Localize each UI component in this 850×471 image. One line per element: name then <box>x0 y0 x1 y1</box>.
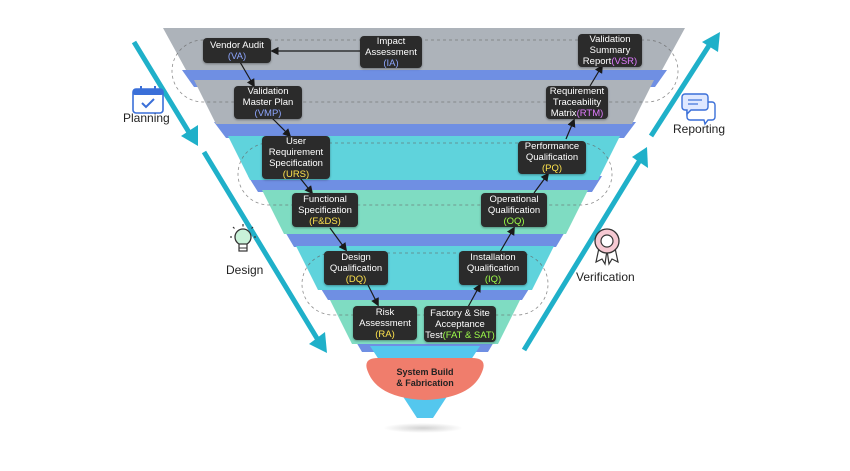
risk-assessment-box: Risk Assessment (RA) <box>353 306 417 340</box>
band-blue-4 <box>284 230 566 247</box>
connector-va-vmp <box>239 61 255 88</box>
requirement-traceability-matrix-box: Requirement Traceability Matrix(RTM) <box>546 86 608 119</box>
operational-qualification-box: Operational Qualification (OQ) <box>481 193 547 227</box>
va-line1: Vendor Audit <box>210 39 264 51</box>
connector-dq-ra <box>367 284 379 307</box>
vsr-line3: Report <box>582 56 612 67</box>
dq-line1: Design <box>341 251 371 263</box>
connector-iq-oq <box>499 226 515 253</box>
fat-line2: Acceptance <box>435 318 485 330</box>
validation-summary-report-box: Validation Summary Report(VSR) <box>578 34 642 67</box>
planning-label: Planning <box>123 111 170 125</box>
ra-abbr: (RA) <box>375 328 395 340</box>
design-arrow <box>201 150 321 342</box>
rtm-line2: Traceability <box>552 97 602 108</box>
tip-shadow <box>383 423 463 433</box>
system-build-oval <box>366 358 484 400</box>
connector-vmp-urs <box>271 117 292 138</box>
lightbulb-icon <box>230 224 256 252</box>
rtm-abbr: (RTM) <box>576 108 604 119</box>
oq-line2: Qualification <box>487 204 541 216</box>
impact-assessment-box: Impact Assessment (IA) <box>360 35 422 69</box>
connector-fat-iq <box>467 283 481 308</box>
verification-label: Verification <box>576 270 635 284</box>
fat-line3: Test <box>425 329 443 341</box>
vmp-line1: Validation <box>247 86 289 97</box>
rtm-line3: Matrix <box>550 108 577 119</box>
pq-line1: Performance <box>524 141 580 152</box>
fds-line2: Specification <box>298 204 352 216</box>
oq-line1: Operational <box>489 193 539 205</box>
vsr-line1: Validation <box>589 34 631 45</box>
urs-abbr: (URS) <box>282 168 310 180</box>
band-gray-1 <box>163 28 685 70</box>
vsr-abbr: (VSR) <box>611 56 638 67</box>
pq-abbr: (PQ) <box>541 163 563 174</box>
reporting-arrow <box>648 42 713 138</box>
system-build-label: System Build & Fabrication <box>380 367 470 389</box>
planning-arrow <box>131 40 193 136</box>
dq-abbr: (DQ) <box>345 273 367 285</box>
ra-line2: Assessment <box>359 317 411 329</box>
performance-qualification-box: Performance Qualification (PQ) <box>518 141 586 174</box>
rtm-line3-wrap: Matrix(RTM) <box>551 108 604 119</box>
verification-arrowhead <box>632 147 648 168</box>
design-qualification-box: Design Qualification (DQ) <box>324 251 388 285</box>
urs-line3: Specification <box>269 157 323 169</box>
iq-abbr: (IQ) <box>484 273 502 285</box>
vmp-abbr: (VMP) <box>254 108 282 119</box>
connector-pq-rtm <box>565 118 576 140</box>
connector-urs-fds <box>299 177 314 195</box>
oq-abbr: (OQ) <box>503 215 525 227</box>
ia-line2: Assessment <box>365 46 417 58</box>
ia-line1: Impact <box>376 35 406 47</box>
iq-line1: Installation <box>470 251 516 263</box>
functional-specification-box: Functional Specification (F&DS) <box>292 193 358 227</box>
ia-abbr: (IA) <box>383 57 399 69</box>
fat-abbr: (FAT & SAT) <box>442 329 495 341</box>
vendor-audit-box: Vendor Audit (VA) <box>203 38 271 63</box>
band-blue-2 <box>214 122 636 138</box>
connector-oq-pq <box>533 172 549 194</box>
ra-line1: Risk <box>375 306 395 318</box>
factory-site-acceptance-test-box: Factory & Site Acceptance Test(FAT & SAT… <box>424 306 496 342</box>
system-build-line2: & Fabrication <box>396 378 454 388</box>
dq-line2: Qualification <box>329 262 383 274</box>
vsr-line3-wrap: Report(VSR) <box>583 56 637 67</box>
fds-line1: Functional <box>303 193 347 205</box>
fat-line1: Factory & Site <box>430 307 490 319</box>
urs-line2: Requirement <box>268 146 324 158</box>
urs-line1: User <box>285 135 307 147</box>
vmp-line2: Master Plan <box>242 97 294 108</box>
rtm-line1: Requirement <box>549 86 605 97</box>
connector-rtm-vsr <box>589 64 603 87</box>
user-requirement-specification-box: User Requirement Specification (URS) <box>262 135 330 180</box>
validation-master-plan-box: Validation Master Plan (VMP) <box>234 86 302 119</box>
iq-line2: Qualification <box>466 262 520 274</box>
chat-bubbles-icon <box>681 93 716 126</box>
fds-abbr: (F&DS) <box>309 215 341 227</box>
award-badge-icon <box>594 228 620 266</box>
vsr-line2: Summary <box>589 45 631 56</box>
reporting-label: Reporting <box>673 122 726 136</box>
verification-arrow <box>521 158 643 352</box>
connector-fds-dq <box>329 227 347 252</box>
reporting-arrowhead <box>702 32 720 52</box>
fat-line3-wrap: Test(FAT & SAT) <box>425 330 495 341</box>
design-label: Design <box>226 263 264 277</box>
calendar-icon <box>132 86 164 114</box>
dashed-loop-2 <box>237 142 613 206</box>
design-arrowhead <box>309 332 327 353</box>
planning-arrowhead <box>181 125 198 146</box>
system-build-line1: System Build <box>396 367 454 377</box>
installation-qualification-box: Installation Qualification (IQ) <box>459 251 527 285</box>
pq-line2: Qualification <box>525 152 579 163</box>
dashed-loop-1 <box>171 39 679 103</box>
va-abbr: (VA) <box>227 50 247 62</box>
